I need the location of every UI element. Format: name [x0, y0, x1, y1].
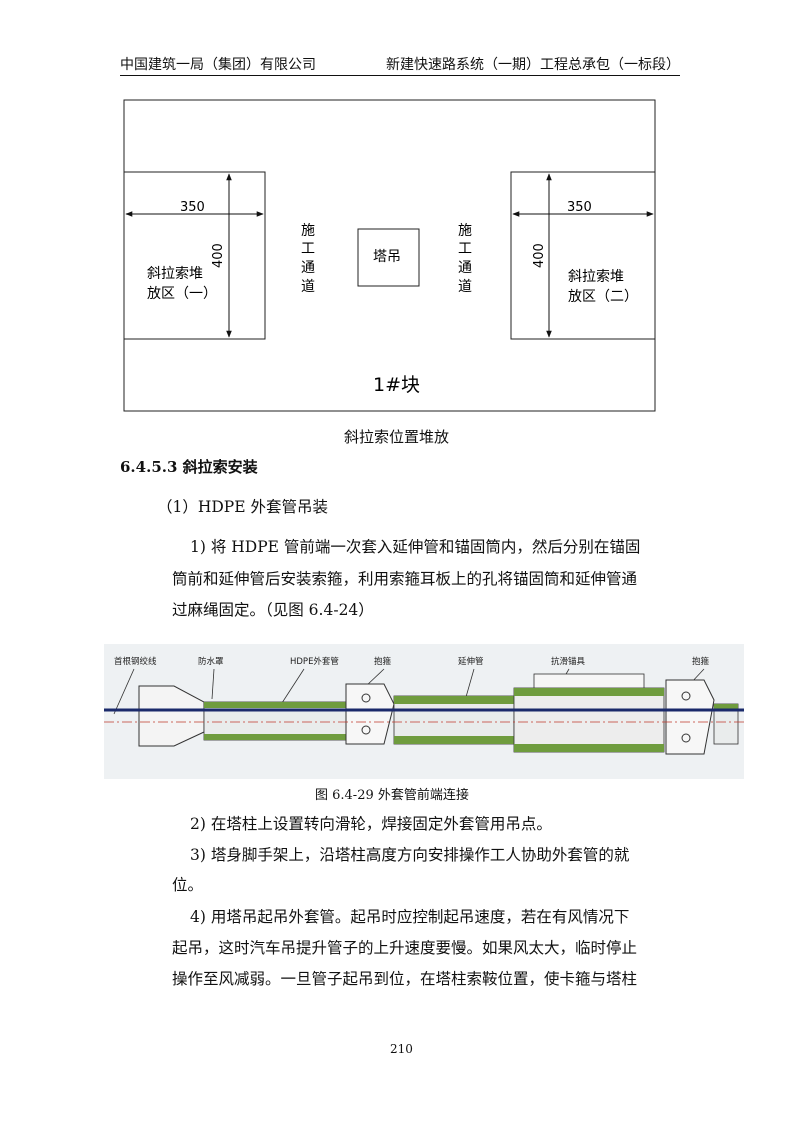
- item-4-line-3: 操作至风减弱。一旦管子起吊到位，在塔柱索鞍位置，使卡箍与塔柱: [172, 970, 638, 988]
- extension-bottom-band: [394, 736, 514, 744]
- hdpe-pipe-top-band: [204, 702, 364, 708]
- svg-text:通: 通: [458, 260, 472, 276]
- svg-text:道: 道: [458, 279, 472, 295]
- layout-figure-caption: 斜拉索位置堆放: [344, 428, 450, 446]
- header-rule: [120, 75, 680, 76]
- extension-top-band: [394, 696, 514, 704]
- header-project: 新建快速路系统（一期）工程总承包（一标段）: [386, 57, 680, 73]
- header-company: 中国建筑一局（集团）有限公司: [120, 57, 316, 73]
- tower-crane-label: 塔吊: [373, 249, 401, 265]
- tower-crane-box: [357, 228, 420, 287]
- item-3-line-1: 3) 塔身脚手架上，沿塔柱高度方向安排操作工人协助外套管的就: [190, 846, 630, 864]
- svg-text:通: 通: [301, 260, 315, 276]
- svg-text:工: 工: [301, 241, 315, 257]
- item-3-line-2: 位。: [172, 876, 204, 894]
- anchor-bottom-band: [514, 744, 664, 752]
- item-2: 2) 在塔柱上设置转向滑轮，焊接固定外套管用吊点。: [190, 815, 552, 833]
- label-extension-pipe: 延伸管: [458, 656, 484, 667]
- pipe-connection-diagram: 首根钢绞线 防水罩 HDPE外套管 抱箍 延伸管 抗滑锚具 抱箍: [104, 644, 744, 779]
- block-label: 1#块: [373, 374, 420, 396]
- anchor-tube: [513, 687, 665, 753]
- left-dim-v: 400: [211, 243, 226, 268]
- anti-slip-anchor: [533, 673, 645, 689]
- item-1-line-3: 过麻绳固定。（见图 6.4-24）: [172, 601, 374, 619]
- right-storage-area: [510, 171, 656, 340]
- right-dim-v: 400: [532, 243, 547, 268]
- svg-text:工: 工: [458, 241, 472, 257]
- left-dim-h: 350: [180, 200, 205, 215]
- right-dim-h: 350: [567, 200, 592, 215]
- svg-text:施: 施: [301, 223, 315, 239]
- page-number: 210: [390, 1042, 413, 1056]
- left-passage-label: 施 工 通 道: [301, 223, 315, 295]
- pipe-figure-caption: 图 6.4-29 外套管前端连接: [315, 788, 469, 803]
- label-first-strand: 首根钢绞线: [114, 656, 157, 667]
- left-area-label-2: 放区（一）: [147, 286, 217, 302]
- left-storage-area: [123, 171, 266, 340]
- label-hdpe-pipe: HDPE外套管: [290, 656, 339, 667]
- subheading-hdpe: （1）HDPE 外套管吊装: [157, 498, 328, 516]
- clamp-2: [665, 679, 715, 755]
- section-heading: 6.4.5.3 斜拉索安装: [120, 458, 258, 476]
- svg-text:施: 施: [458, 223, 472, 239]
- cable-storage-layout-diagram: 350 400 斜拉索堆 放区（一） 350 400 斜拉索堆 放区（二） 施 …: [123, 99, 656, 412]
- label-waterproof-cover: 防水罩: [198, 656, 224, 667]
- clamp-1: [345, 683, 395, 745]
- left-area-label-1: 斜拉索堆: [147, 265, 203, 282]
- item-1-line-2: 筒前和延伸管后安装索箍，利用索箍耳板上的孔将锚固筒和延伸管通: [172, 570, 638, 588]
- label-clamp-1: 抱箍: [374, 656, 392, 667]
- label-clamp-2: 抱箍: [692, 656, 710, 667]
- right-passage-label: 施 工 通 道: [458, 223, 472, 295]
- right-area-label-2: 放区（二）: [568, 289, 638, 305]
- hdpe-pipe-bottom-band: [204, 734, 364, 740]
- right-area-label-1: 斜拉索堆: [568, 268, 624, 285]
- hdpe-outer-pipe: [203, 701, 365, 741]
- anchor-top-band: [514, 688, 664, 696]
- item-4-line-2: 起吊，这时汽车吊提升管子的上升速度要慢。如果风太大，临时停止: [172, 939, 638, 957]
- label-anti-slip-anchor: 抗滑锚具: [551, 656, 586, 667]
- item-1-line-1: 1) 将 HDPE 管前端一次套入延伸管和锚固筒内，然后分别在锚固: [190, 538, 641, 556]
- svg-text:道: 道: [301, 279, 315, 295]
- item-4-line-1: 4) 用塔吊起吊外套管。起吊时应控制起吊速度，若在有风情况下: [190, 908, 630, 926]
